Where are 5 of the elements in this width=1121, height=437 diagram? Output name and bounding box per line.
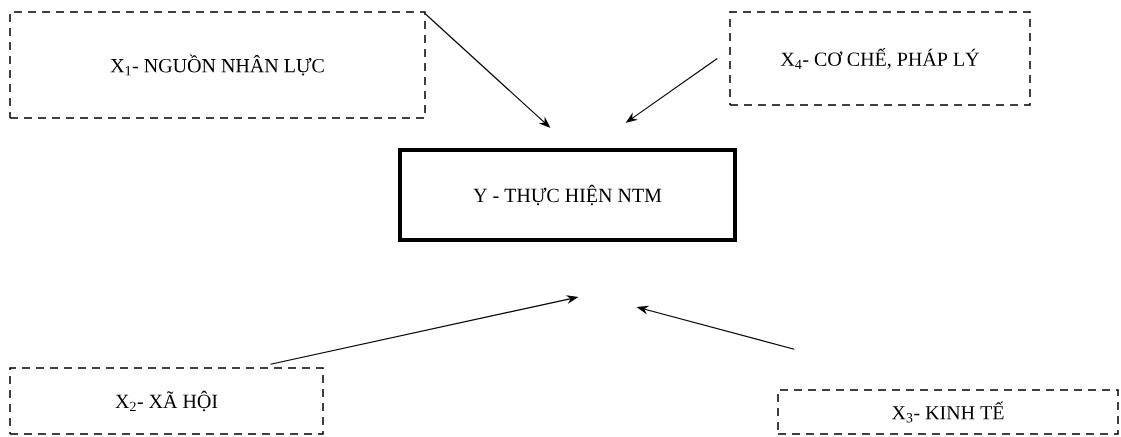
factor-box: X$_{3}$- KINH TẾ	[777, 389, 1119, 435]
factor-box: X$_{1}$- NGUỒN NHÂN LỰC	[9, 11, 426, 119]
process-box: Y - THỰC HIỆN NTM	[398, 148, 737, 242]
factor-box: X$_{2}$- XÃ HỘI	[9, 367, 324, 435]
factor-box: X$_{4}$- CƠ CHẾ, PHÁP LÝ	[729, 11, 1031, 106]
